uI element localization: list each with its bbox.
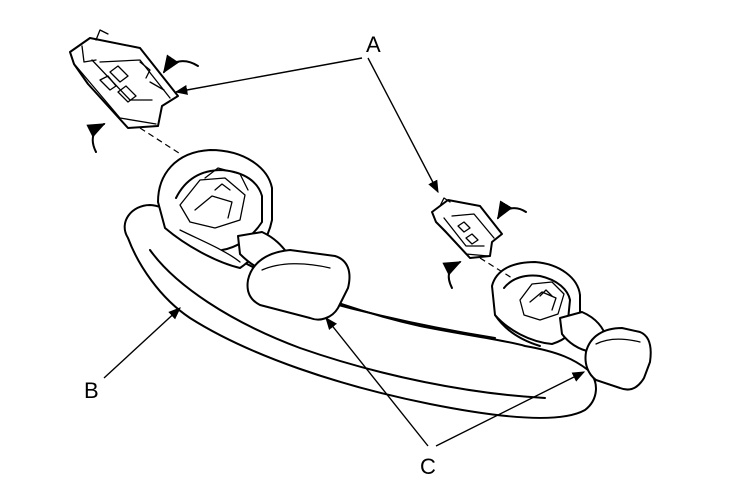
leader-a-left [174, 57, 363, 95]
leader-a-right [367, 57, 439, 194]
rotation-arrow-icon [442, 261, 462, 289]
retaining-clip-right [431, 197, 503, 259]
leader-c-left [325, 317, 429, 447]
callout-b: B [84, 378, 99, 403]
leader-b [103, 307, 181, 379]
rotation-arrow-icon [86, 123, 106, 153]
grab-handle-icon [123, 149, 652, 419]
cover-cap-right [584, 327, 652, 391]
cover-cap-left [246, 249, 351, 321]
rotation-arrow-icon [497, 200, 527, 220]
callout-c: C [420, 454, 436, 479]
leader-c-right [435, 371, 586, 447]
callout-a: A [366, 32, 381, 57]
retaining-clip-left [69, 29, 179, 129]
rotation-arrow-icon [163, 54, 199, 74]
